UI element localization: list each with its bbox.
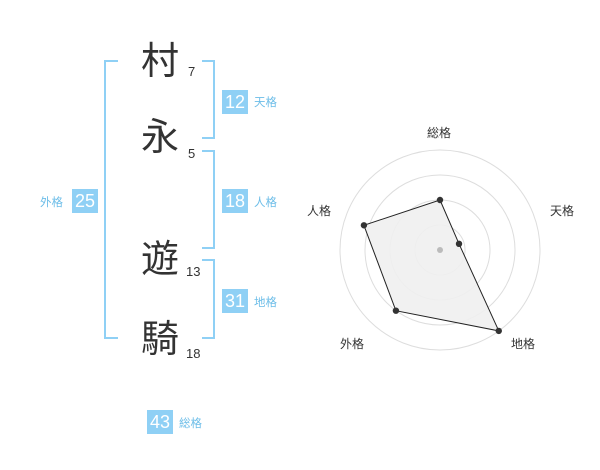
chikaku-label: 地格 <box>254 295 277 309</box>
stroke-count-3: 13 <box>186 264 201 279</box>
gaikaku-bracket <box>104 60 118 339</box>
jinkaku-value: 18 <box>222 189 248 213</box>
name-char-4: 騎 <box>141 317 180 361</box>
soukaku-label: 総格 <box>179 416 202 430</box>
gaikaku-label: 外格 <box>40 195 63 209</box>
radar-point-3 <box>495 327 502 335</box>
tenkaku-bracket <box>202 60 215 139</box>
radar-label-chikaku: 地格 <box>511 337 536 351</box>
stroke-count-1: 7 <box>188 64 196 79</box>
radar-label-tenkaku: 天格 <box>550 204 575 218</box>
radar-label-gaikaku: 外格 <box>340 337 365 351</box>
stroke-count-2: 5 <box>188 146 196 161</box>
radar-point-4 <box>392 307 400 314</box>
radar-center-point <box>437 247 443 253</box>
jinkaku-label: 人格 <box>254 195 277 209</box>
gaikaku-value: 25 <box>72 189 98 213</box>
stroke-count-4: 18 <box>186 346 201 361</box>
radar-ring-3 <box>364 174 516 326</box>
tenkaku-label: 天格 <box>254 95 277 109</box>
chikaku-bracket <box>202 259 215 339</box>
radar-label-jinkaku: 人格 <box>307 204 332 218</box>
jinkaku-bracket <box>202 150 215 249</box>
radar-label-soukaku: 総格 <box>427 126 452 140</box>
radar-polygon <box>363 199 500 332</box>
radar-point-1 <box>436 196 444 204</box>
name-char-1: 村 <box>141 39 180 83</box>
chikaku-value: 31 <box>222 289 248 313</box>
radar-point-5 <box>360 222 368 229</box>
radar-point-2 <box>455 240 463 248</box>
name-char-2: 永 <box>141 115 180 159</box>
tenkaku-value: 12 <box>222 90 248 114</box>
soukaku-value: 43 <box>147 410 173 434</box>
radar-ring-4 <box>339 149 541 351</box>
name-char-3: 遊 <box>141 237 180 281</box>
